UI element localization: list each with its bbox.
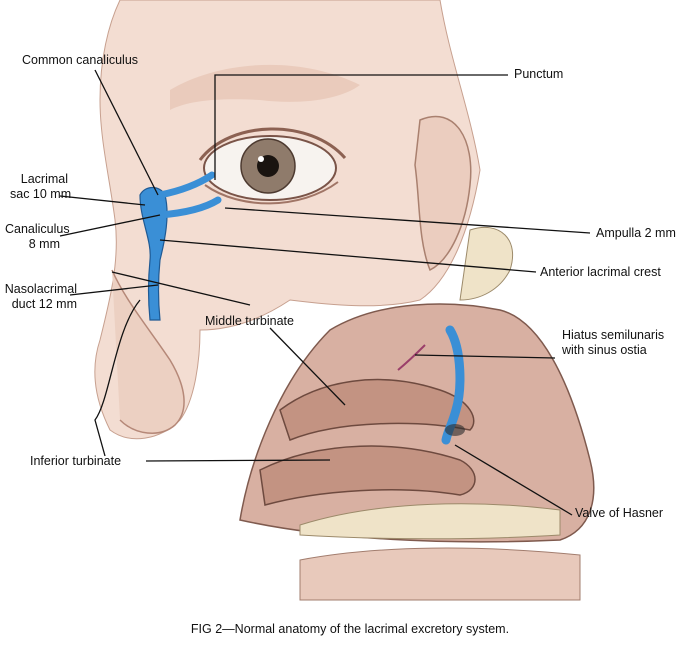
label-nasolacrimal-duct: Nasolacrimal duct 12 mm [2,282,77,312]
label-canaliculus: Canaliculus 8 mm [5,222,60,252]
label-ampulla: Ampulla 2 mm [596,226,676,241]
label-canaliculus-line-2: 8 mm [5,237,60,252]
figure-caption: FIG 2—Normal anatomy of the lacrimal exc… [0,622,700,636]
ear [415,116,471,270]
label-hiatus-semilunaris: Hiatus semilunaris with sinus ostia [562,328,664,358]
valve-opening [445,424,465,436]
label-canaliculus-line-1: Canaliculus [5,222,60,237]
label-lacrimal-sac-line-2: sac 10 mm [10,187,68,202]
label-middle-turbinate: Middle turbinate [205,314,294,329]
label-hiatus-line-2: with sinus ostia [562,343,664,358]
label-inferior-turbinate: Inferior turbinate [30,454,121,469]
label-valve-of-hasner: Valve of Hasner [575,506,663,521]
eye-highlight [258,156,264,162]
label-anterior-lacrimal-crest: Anterior lacrimal crest [540,265,661,280]
label-hiatus-line-1: Hiatus semilunaris [562,328,664,343]
label-lacrimal-sac-line-1: Lacrimal [10,172,68,187]
label-nasolacrimal-line-2: duct 12 mm [2,297,77,312]
nasal-floor [300,548,580,600]
label-nasolacrimal-line-1: Nasolacrimal [2,282,77,297]
label-lacrimal-sac: Lacrimal sac 10 mm [10,172,68,202]
temporal-bone [460,227,513,300]
label-common-canaliculus: Common canaliculus [22,53,138,68]
label-punctum: Punctum [514,67,563,82]
